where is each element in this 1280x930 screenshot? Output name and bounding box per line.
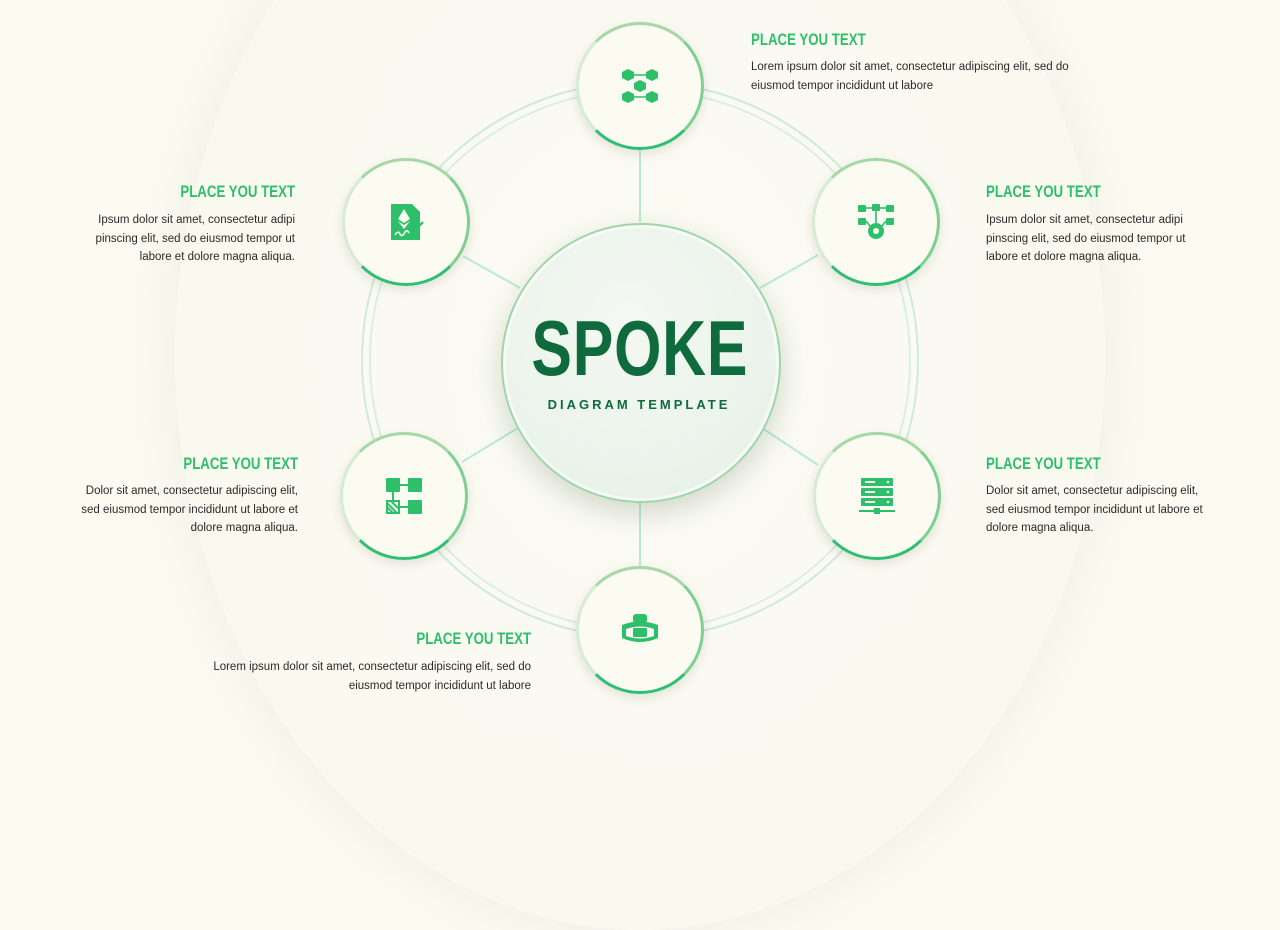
spoke-node-top-left <box>342 158 470 286</box>
server-rack-icon <box>859 478 895 514</box>
spoke-body-top-left: Ipsum dolor sit amet, consectetur adipi … <box>95 214 295 263</box>
spoke-line-top-right <box>759 254 819 289</box>
hub-title: SPOKE <box>531 304 749 392</box>
spoke-body-bottom-right: Dolor sit amet, consectetur adipiscing e… <box>986 485 1203 534</box>
hardware-wallet-icon <box>622 614 658 642</box>
spoke-heading-top-left: PLACE YOU TEXT <box>180 182 295 201</box>
spoke-heading-bottom-left: PLACE YOU TEXT <box>183 454 298 473</box>
spoke-body-bottom-left: Dolor sit amet, consectetur adipiscing e… <box>81 485 298 534</box>
spoke-heading-bottom: PLACE YOU TEXT <box>416 629 531 648</box>
spoke-body-top: Lorem ipsum dolor sit amet, consectetur … <box>751 61 1069 92</box>
spoke-heading-bottom-right: PLACE YOU TEXT <box>986 454 1101 473</box>
spoke-body-bottom: Lorem ipsum dolor sit amet, consectetur … <box>213 661 531 692</box>
spoke-line-bottom-right <box>761 427 819 466</box>
spoke-body-top-right: Ipsum dolor sit amet, consectetur adipi … <box>986 214 1186 263</box>
spoke-node-bottom <box>576 566 704 694</box>
spoke-node-top-right <box>812 158 940 286</box>
hub-circle <box>501 223 781 503</box>
spoke-node-top <box>576 22 704 150</box>
spoke-heading-top: PLACE YOU TEXT <box>751 30 866 49</box>
spoke-line-bottom-left <box>461 427 519 463</box>
spoke-node-bottom-right <box>813 432 941 560</box>
spoke-line-top-left <box>462 255 521 289</box>
spoke-heading-top-right: PLACE YOU TEXT <box>986 182 1101 201</box>
spoke-node-bottom-left <box>340 432 468 560</box>
network-gear-icon <box>858 204 894 239</box>
blocks-cube-icon <box>622 69 658 103</box>
ethereum-contract-icon <box>391 204 424 240</box>
block-diagram-icon <box>386 478 422 514</box>
hub-subtitle: DIAGRAM TEMPLATE <box>547 397 731 412</box>
